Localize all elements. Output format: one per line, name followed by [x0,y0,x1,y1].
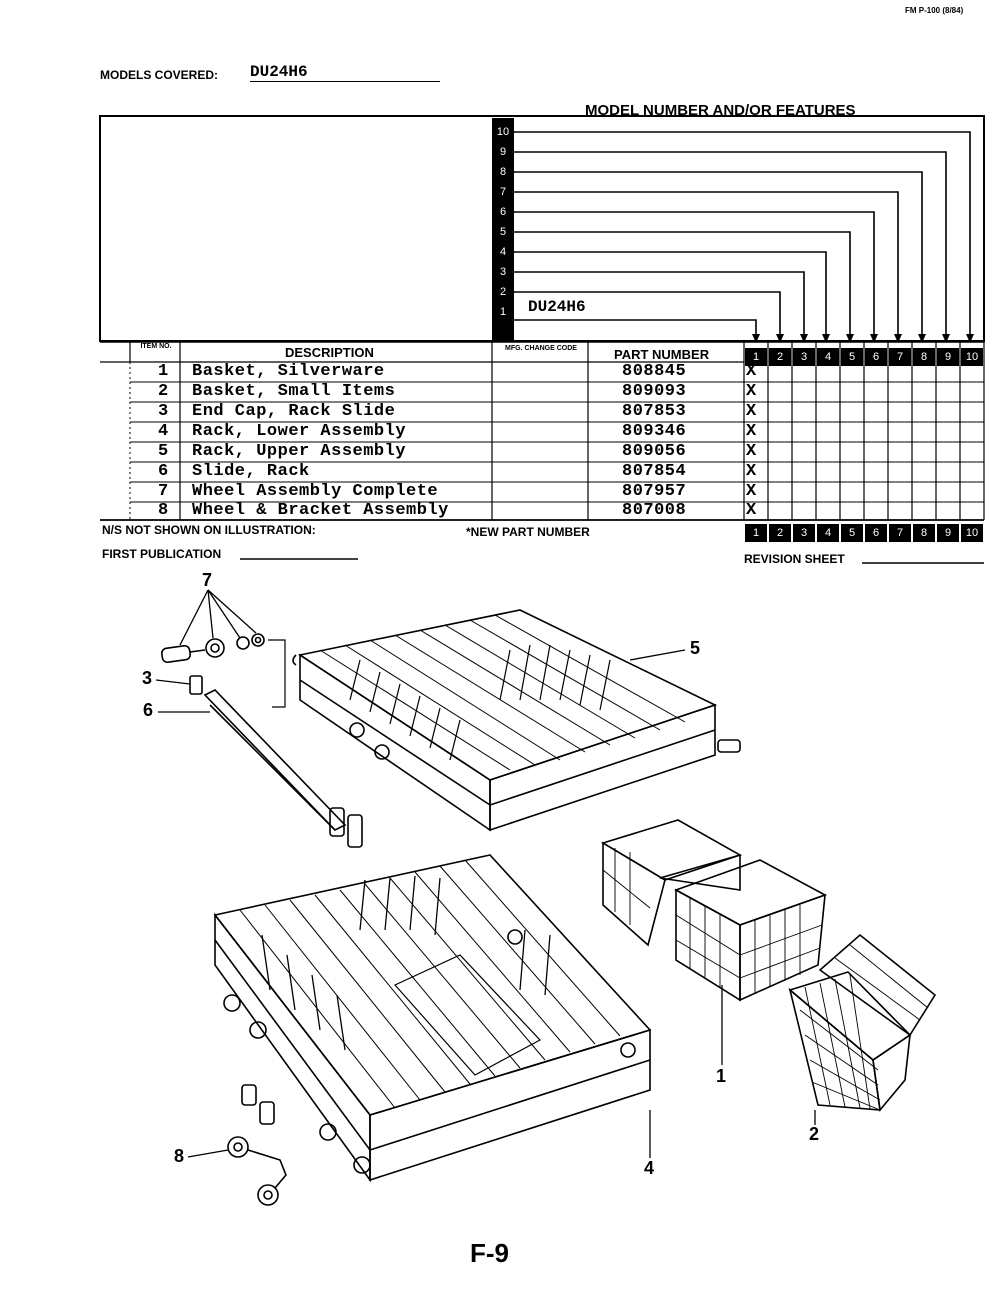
part-number-header: PART NUMBER [614,347,710,362]
feature-strip-number: 7 [499,186,507,198]
callout-6: 6 [143,700,154,720]
part-number: 809093 [622,382,687,401]
item-no-header: ITEM NO. [140,343,172,350]
feature-col-footer: 1 [745,524,767,542]
part-number: 807853 [622,402,687,421]
callout-5: 5 [690,638,701,658]
feature-mark: X [746,482,757,501]
feature-strip-number: 5 [499,226,507,238]
slide-rack-drawing [203,689,363,848]
model-slot-1: DU24H6 [528,298,586,316]
feature-strip-number: 8 [499,166,507,178]
item-number: 1 [158,362,169,381]
page-number: F-9 [470,1238,509,1268]
end-cap-drawing [189,675,203,695]
feature-strip-number: 10 [496,126,510,138]
feature-mark: X [746,402,757,421]
form-code: FM P-100 (8/84) [905,6,964,15]
wheel-bracket-drawing [227,1084,287,1206]
item-number: 7 [158,482,169,501]
feature-col-header: 4 [817,348,839,366]
callout-1: 1 [716,1066,727,1086]
callout-4: 4 [644,1158,655,1178]
callout-8: 8 [174,1146,185,1166]
new-part-label: *NEW PART NUMBER [466,525,590,539]
wheel-assembly-drawing [161,633,265,664]
item-number: 6 [158,462,169,481]
lower-rack-drawing [213,854,652,1183]
feature-strip-number: 3 [499,266,507,278]
feature-col-footer: 6 [865,524,887,542]
item-number: 5 [158,442,169,461]
feature-col-footer: 8 [913,524,935,542]
not-shown-label: N/S NOT SHOWN ON ILLUSTRATION: [102,523,316,537]
feature-col-header: 2 [769,348,791,366]
feature-mark: X [746,501,757,520]
callout-7: 7 [202,570,213,590]
upper-rack-drawing [292,609,741,832]
feature-col-header: 1 [745,348,767,366]
part-description: Slide, Rack [192,462,310,481]
part-description: End Cap, Rack Slide [192,402,396,421]
silverware-basket-drawing [601,819,827,1002]
feature-col-footer: 3 [793,524,815,542]
feature-col-header: 8 [913,348,935,366]
feature-col-footer: 10 [961,524,983,542]
feature-col-header: 5 [841,348,863,366]
feature-strip-number: 6 [499,206,507,218]
feature-col-footer: 9 [937,524,959,542]
item-number: 2 [158,382,169,401]
feature-col-footer: 2 [769,524,791,542]
item-number: 3 [158,402,169,421]
small-items-basket-drawing [788,933,937,1112]
feature-mark: X [746,382,757,401]
item-number: 8 [158,501,169,520]
part-description: Rack, Upper Assembly [192,442,407,461]
feature-col-header: 7 [889,348,911,366]
feature-col-footer: 7 [889,524,911,542]
feature-strip-number: 2 [499,286,507,298]
feature-col-footer: 5 [841,524,863,542]
part-number: 807854 [622,462,687,481]
feature-strip-number: 4 [499,246,507,258]
part-description: Wheel Assembly Complete [192,482,439,501]
revision-sheet-label: REVISION SHEET [744,552,845,566]
feature-col-header: 9 [937,348,959,366]
models-covered-value: DU24H6 [250,63,440,82]
part-number: 807008 [622,501,687,520]
feature-strip-number: 1 [499,306,507,318]
part-number: 808845 [622,362,687,381]
mfg-change-code-header: MFG. CHANGE CODE [505,345,577,352]
feature-col-header: 3 [793,348,815,366]
feature-mark: X [746,422,757,441]
models-covered-label: MODELS COVERED: [100,68,219,82]
feature-mark: X [746,362,757,381]
feature-col-header: 10 [961,348,983,366]
part-description: Wheel & Bracket Assembly [192,501,449,520]
part-description: Rack, Lower Assembly [192,422,407,441]
features-heading: MODEL NUMBER AND/OR FEATURES [585,102,856,119]
item-number: 4 [158,422,169,441]
part-number: 807957 [622,482,687,501]
part-description: Basket, Silverware [192,362,385,381]
part-description: Basket, Small Items [192,382,396,401]
feature-col-header: 6 [865,348,887,366]
first-publication-label: FIRST PUBLICATION [102,547,222,561]
feature-col-footer: 4 [817,524,839,542]
callout-2: 2 [809,1124,820,1144]
part-number: 809056 [622,442,687,461]
feature-strip-number: 9 [499,146,507,158]
part-number: 809346 [622,422,687,441]
feature-mark: X [746,462,757,481]
feature-mark: X [746,442,757,461]
callout-3: 3 [142,668,153,688]
description-header: DESCRIPTION [285,345,374,360]
